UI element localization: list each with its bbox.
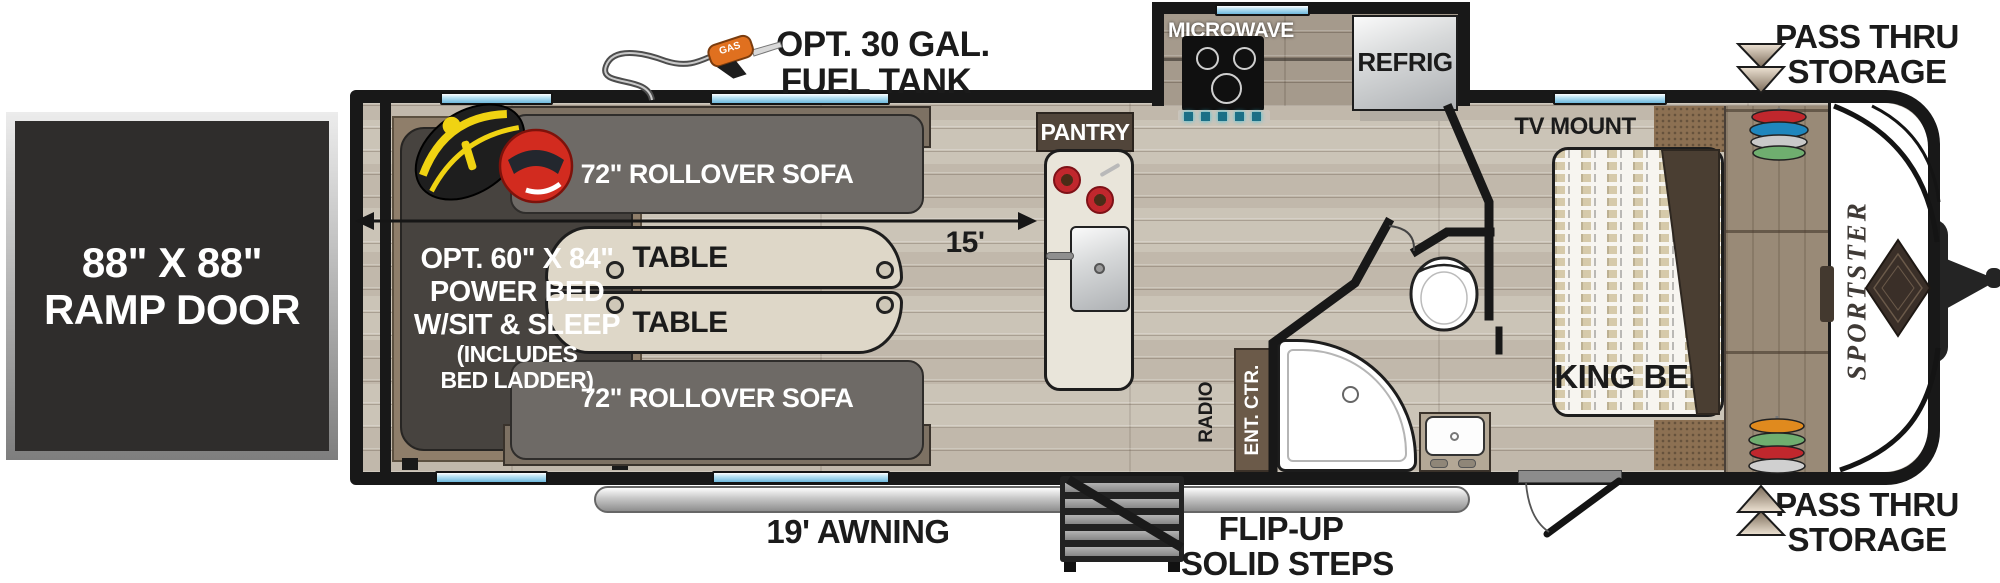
- coffee-cup: [1053, 166, 1081, 194]
- table-leg: [606, 296, 624, 314]
- table-bottom: [545, 291, 903, 354]
- rollover-sofa-top: [510, 114, 924, 214]
- wardrobe-handle: [1820, 266, 1834, 322]
- steps-foot: [1168, 562, 1180, 572]
- table-top: [545, 226, 903, 289]
- ramp-door-label: 88" X 88" RAMP DOOR: [43, 238, 301, 333]
- power-bed-label: OPT. 60" X 84" POWER BED W/SIT & SLEEP (…: [413, 243, 621, 394]
- ramp-door: 88" X 88" RAMP DOOR: [6, 112, 338, 460]
- coffee-cup: [1086, 186, 1114, 214]
- bedroom-wardrobe: [1724, 106, 1830, 472]
- table-leg: [606, 261, 624, 279]
- burner: [1196, 47, 1219, 70]
- window: [440, 92, 553, 105]
- range-knob: [1218, 112, 1227, 121]
- bath-faucet-handle: [1458, 459, 1476, 468]
- refrigerator: REFRIG: [1352, 15, 1458, 111]
- table-bottom-label: TABLE: [632, 306, 728, 339]
- power-bed-foot: [402, 458, 418, 470]
- rollover-sofa-bottom: [510, 360, 924, 460]
- island-faucet: [1046, 252, 1074, 260]
- pantry-label: PANTRY: [1040, 118, 1131, 145]
- bath-faucet-handle: [1430, 459, 1448, 468]
- carpet-patch: [1654, 420, 1734, 470]
- radio-label: RADIO: [1195, 381, 1217, 443]
- shower-drain: [1342, 386, 1359, 403]
- entry-door-opening: [1518, 470, 1622, 483]
- sofa-bottom-label: 72" ROLLOVER SOFA: [580, 383, 854, 413]
- sofa-top-label: 72" ROLLOVER SOFA: [580, 159, 854, 189]
- table-top-label: TABLE: [632, 241, 728, 274]
- window: [712, 471, 890, 484]
- pass-thru-storage-top-label: PASS THRU STORAGE: [1775, 18, 1959, 90]
- dimension-15ft-label: 15': [945, 226, 985, 259]
- awning-label: 19' AWNING: [766, 513, 950, 550]
- pass-thru-storage-bottom-label: PASS THRU STORAGE: [1775, 486, 1959, 558]
- burner: [1233, 47, 1256, 70]
- range-knob: [1201, 112, 1210, 121]
- table-leg: [876, 261, 894, 279]
- steps-foot: [1064, 562, 1076, 572]
- fuel-tank-label: OPT. 30 GAL. FUEL TANK: [776, 25, 990, 102]
- burner: [1211, 73, 1242, 104]
- range-knob: [1252, 112, 1261, 121]
- refrigerator-base: [1360, 109, 1450, 121]
- carpet-patch: [1654, 106, 1734, 152]
- range-knob: [1184, 112, 1193, 121]
- brand-logo-text: SPORTSTER: [1841, 200, 1872, 381]
- ent-ctr-label: ENT. CTR.: [1241, 364, 1263, 456]
- window: [435, 471, 548, 484]
- counter-edge: [1164, 58, 1458, 61]
- king-bed-label: KING BED: [1554, 358, 1712, 395]
- window: [1553, 92, 1667, 105]
- awning-tube: [594, 486, 1470, 513]
- window: [1215, 4, 1310, 16]
- range-knob: [1235, 112, 1244, 121]
- tv-mount-label: TV MOUNT: [1514, 113, 1636, 140]
- table-leg: [876, 296, 894, 314]
- garage-rear-wall: [380, 103, 391, 472]
- steps-label: FLIP-UP SOLID STEPS: [1181, 510, 1394, 582]
- bath-sink-drain: [1450, 432, 1459, 441]
- refrig-label: REFRIG: [1357, 47, 1453, 78]
- sink-drain: [1094, 263, 1105, 274]
- pantry: PANTRY: [1036, 112, 1134, 152]
